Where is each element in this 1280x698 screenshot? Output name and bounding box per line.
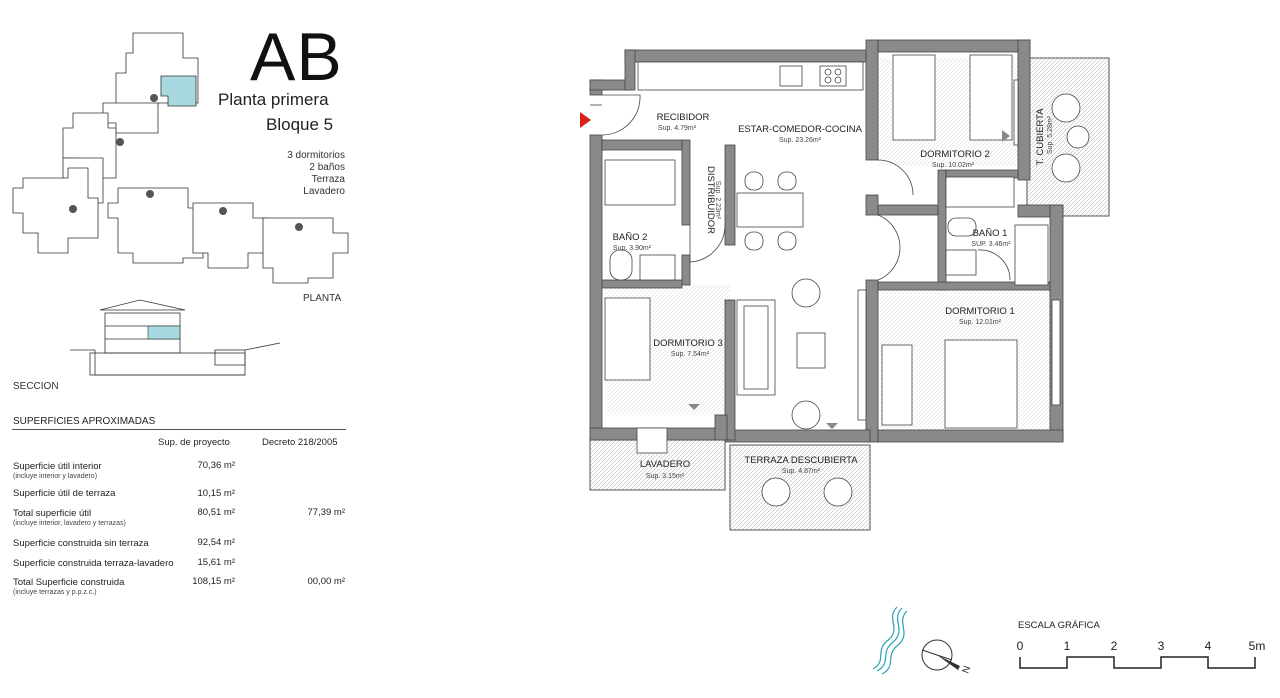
room-name: DORMITORIO 2 bbox=[920, 149, 990, 160]
surface-label: Superficie útil interior(incluye interio… bbox=[13, 461, 102, 480]
block-label: Bloque 5 bbox=[266, 115, 334, 134]
room-area: Sup. 2.23m² bbox=[714, 181, 721, 220]
living-furniture bbox=[736, 278, 867, 430]
surface-project: 80,51 m² bbox=[197, 507, 236, 518]
room-name: RECIBIDOR bbox=[657, 112, 710, 123]
surface-project: 15,61 m² bbox=[197, 557, 236, 568]
dorm1-furniture bbox=[881, 299, 1061, 429]
room-area: Sup. 3.90m² bbox=[613, 245, 652, 252]
surface-label: Superficie útil de terraza bbox=[13, 488, 116, 499]
surface-project: 92,54 m² bbox=[197, 537, 236, 548]
scale-title: ESCALA GRÁFICA bbox=[1018, 620, 1100, 631]
room-name: DORMITORIO 3 bbox=[653, 338, 723, 349]
surface-project: 70,36 m² bbox=[197, 460, 236, 471]
scale-tick-label: 5m bbox=[1249, 639, 1266, 653]
room-area: Sup. 12.01m² bbox=[959, 319, 1002, 326]
terrace-furniture bbox=[761, 93, 1090, 507]
planta-label: PLANTA bbox=[303, 293, 342, 304]
scale-bar bbox=[1019, 656, 1256, 669]
room-area: Sup. 7.54m² bbox=[671, 351, 710, 358]
view-markers bbox=[688, 130, 1010, 429]
section-drawing bbox=[70, 299, 281, 376]
floor-plan: RECIBIDOR Sup. 4.79m² ESTAR-COMEDOR-COCI… bbox=[580, 39, 1110, 531]
col-project: Sup. de proyecto bbox=[158, 437, 230, 448]
site-key-plan bbox=[12, 32, 349, 284]
feature-bedrooms: 3 dormitorios bbox=[287, 150, 345, 161]
scale-tick-label: 1 bbox=[1064, 639, 1071, 653]
room-area: Sup. 4.79m² bbox=[658, 125, 697, 132]
room-name: DISTRIBUIDOR bbox=[705, 166, 716, 234]
feature-baths: 2 baños bbox=[309, 162, 345, 173]
surface-label: Superficie construida sin terraza bbox=[13, 538, 149, 549]
bath1-fixtures bbox=[945, 217, 1049, 286]
surface-project: 10,15 m² bbox=[197, 488, 236, 499]
section-highlight bbox=[147, 325, 181, 340]
doors bbox=[590, 94, 1011, 281]
room-name: BAÑO 1 bbox=[973, 228, 1008, 239]
room-name: ESTAR-COMEDOR-COCINA bbox=[738, 124, 863, 135]
room-area: Sup. 5.28m² bbox=[1047, 115, 1054, 154]
surface-label: Total Superficie construida(incluye terr… bbox=[13, 577, 125, 596]
entry-arrow-icon bbox=[580, 112, 591, 128]
surface-decree: 00,00 m² bbox=[307, 576, 346, 587]
room-area: Sup. 4.87m² bbox=[782, 468, 821, 475]
surface-label: Superficie construida terraza-lavadero bbox=[13, 558, 174, 569]
col-decree: Decreto 218/2005 bbox=[262, 437, 338, 448]
dorm3-furniture bbox=[604, 297, 668, 454]
room-area: SUP. 3.46m² bbox=[971, 241, 1011, 248]
floor-label: Planta primera bbox=[218, 90, 329, 109]
scale-tick-label: 4 bbox=[1205, 639, 1212, 653]
table-title: SUPERFICIES APROXIMADAS bbox=[13, 416, 156, 427]
surface-label: Total superficie útil(incluye interior, … bbox=[13, 508, 126, 527]
scale-tick-label: 3 bbox=[1158, 639, 1165, 653]
room-area: Sup. 10.02m² bbox=[932, 162, 975, 169]
feature-laundry: Lavadero bbox=[303, 186, 345, 197]
sea-waves-icon bbox=[872, 606, 908, 675]
feature-terrace: Terraza bbox=[311, 174, 345, 185]
surface-project: 108,15 m² bbox=[192, 576, 235, 587]
room-name: BAÑO 2 bbox=[613, 232, 648, 243]
bath2-fixtures bbox=[604, 159, 676, 281]
room-area: Sup. 3.15m² bbox=[646, 473, 685, 480]
dorm2-furniture bbox=[892, 54, 1019, 208]
room-name: LAVADERO bbox=[640, 459, 690, 470]
unit-code: AB bbox=[250, 19, 343, 95]
room-area: Sup. 23.26m² bbox=[779, 137, 822, 144]
kitchen-counter bbox=[637, 61, 864, 91]
north-label: N bbox=[960, 664, 973, 675]
scale-tick-label: 0 bbox=[1017, 639, 1024, 653]
room-name: T. CUBIERTA bbox=[1035, 108, 1046, 166]
seccion-label: SECCION bbox=[13, 381, 59, 392]
table-rule bbox=[12, 429, 346, 430]
highlight-unit bbox=[160, 75, 197, 107]
dining-set bbox=[736, 171, 804, 251]
scale-tick-label: 2 bbox=[1111, 639, 1118, 653]
surface-decree: 77,39 m² bbox=[307, 507, 346, 518]
room-name: TERRAZA DESCUBIERTA bbox=[744, 455, 858, 466]
north-compass-icon: N bbox=[921, 639, 973, 675]
graphic-scale: 0 1 2 3 4 5m bbox=[1017, 639, 1266, 669]
room-name: DORMITORIO 1 bbox=[945, 306, 1015, 317]
